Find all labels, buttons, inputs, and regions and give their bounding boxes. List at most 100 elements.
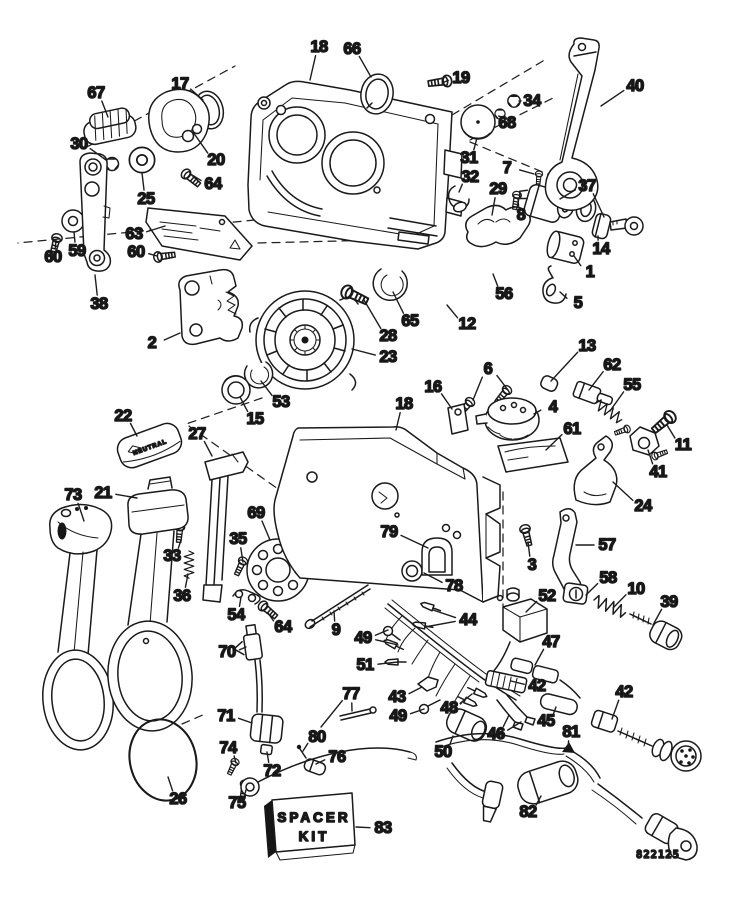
handle-73 (42, 503, 114, 751)
part-label-53: 53 (272, 393, 290, 411)
bracket-24 (573, 435, 618, 506)
leader-line-28 (363, 299, 382, 330)
part-label-31: 31 (460, 149, 478, 167)
grip-67 (83, 107, 137, 146)
part-label-43: 43 (388, 688, 406, 706)
leader-line-52 (525, 600, 538, 613)
leader-line-60 (148, 252, 158, 257)
part-label-30: 30 (70, 135, 88, 153)
snap-ring-65 (372, 268, 408, 302)
leader-line-30 (89, 147, 107, 161)
leader-line-15 (239, 396, 249, 413)
part-label-51: 51 (356, 656, 374, 674)
leader-line-60 (54, 239, 57, 249)
part-label-37: 37 (578, 177, 596, 195)
part-label-36: 36 (173, 587, 191, 605)
part-label-21: 21 (94, 484, 112, 502)
decal-63 (145, 207, 253, 261)
part-label-23: 23 (379, 348, 397, 366)
disc-31 (460, 104, 496, 140)
leader-line-49 (374, 629, 389, 636)
plate-16 (447, 403, 469, 435)
leader-line-70 (238, 646, 247, 651)
part-label-13: 13 (578, 337, 596, 355)
leader-line-6 (496, 374, 509, 391)
horn-4 (475, 397, 540, 441)
leader-line-49 (409, 708, 425, 715)
part-label-29: 29 (489, 180, 507, 198)
part-label-62: 62 (603, 356, 621, 374)
leader-line-64 (267, 612, 275, 622)
leader-line-29 (491, 197, 496, 216)
leader-line-19 (441, 79, 450, 84)
leader-line-4 (533, 409, 542, 415)
leader-line-27 (203, 440, 213, 457)
fitting-58 (562, 582, 589, 605)
leader-line-18 (395, 411, 401, 431)
part-label-52: 52 (538, 587, 556, 605)
hook-32 (447, 185, 470, 213)
leader-line-69 (261, 520, 271, 541)
part-label-73: 73 (64, 486, 82, 504)
leader-line-77 (320, 699, 343, 728)
bushing-15 (221, 375, 251, 405)
leader-line-2 (163, 332, 181, 341)
leader-line-48 (459, 693, 473, 705)
part-label-2: 2 (148, 334, 157, 352)
part-label-68: 68 (498, 114, 516, 132)
leader-line-62 (588, 370, 604, 391)
leader-line-81 (567, 740, 570, 749)
leader-line-56 (492, 273, 499, 287)
leader-line-72 (266, 751, 270, 763)
leader-line-21 (115, 493, 138, 499)
part-label-4: 4 (549, 398, 559, 416)
part-label-47: 47 (542, 633, 560, 651)
connector-71 (249, 713, 284, 744)
screw-64a (178, 166, 204, 190)
clip-5 (542, 265, 567, 304)
part-label-49: 49 (354, 629, 372, 647)
part-label-81: 81 (562, 723, 580, 741)
part-label-42: 42 (528, 677, 546, 695)
spacer-kit-box: SPACER KIT (264, 792, 356, 861)
part-label-58: 58 (599, 569, 617, 587)
part-label-5: 5 (574, 294, 583, 312)
pin-80 (296, 744, 307, 759)
part-label-14: 14 (592, 240, 611, 258)
leader-line-39 (652, 608, 663, 626)
part-label-59: 59 (68, 242, 86, 260)
leader-line-31 (473, 137, 478, 151)
part-label-16: 16 (424, 378, 442, 396)
leader-line-9 (333, 610, 336, 622)
part-label-40: 40 (626, 77, 644, 95)
part-label-64: 64 (274, 618, 293, 636)
leader-line-79 (400, 534, 429, 549)
part-label-28: 28 (379, 327, 397, 345)
part-label-35: 35 (229, 530, 247, 548)
leader-line-36 (184, 573, 189, 589)
cable-81-82 (435, 732, 698, 861)
screw-3 (518, 522, 536, 548)
part-label-44: 44 (459, 611, 478, 629)
leader-line-18 (309, 54, 317, 81)
leader-line-45 (552, 706, 557, 715)
leader-line-8 (517, 198, 520, 207)
leader-line-44 (424, 620, 456, 628)
part-label-55: 55 (623, 376, 641, 394)
part-label-76: 76 (328, 748, 346, 766)
spacer-kit-line2: KIT (299, 829, 330, 844)
leader-line-66 (358, 55, 372, 78)
part-label-41: 41 (649, 463, 667, 481)
part-label-25: 25 (137, 190, 155, 208)
connector-70 (233, 624, 263, 713)
part-label-10: 10 (627, 580, 645, 598)
leader-line-64 (191, 174, 202, 182)
part-label-9: 9 (332, 621, 341, 639)
grommet-78 (401, 560, 423, 582)
part-label-82: 82 (519, 803, 537, 821)
leader-line-83 (355, 826, 371, 829)
part-label-74: 74 (219, 739, 238, 757)
leader-line-74 (233, 755, 237, 764)
wires-46 (496, 694, 536, 731)
screw-7 (533, 170, 544, 187)
